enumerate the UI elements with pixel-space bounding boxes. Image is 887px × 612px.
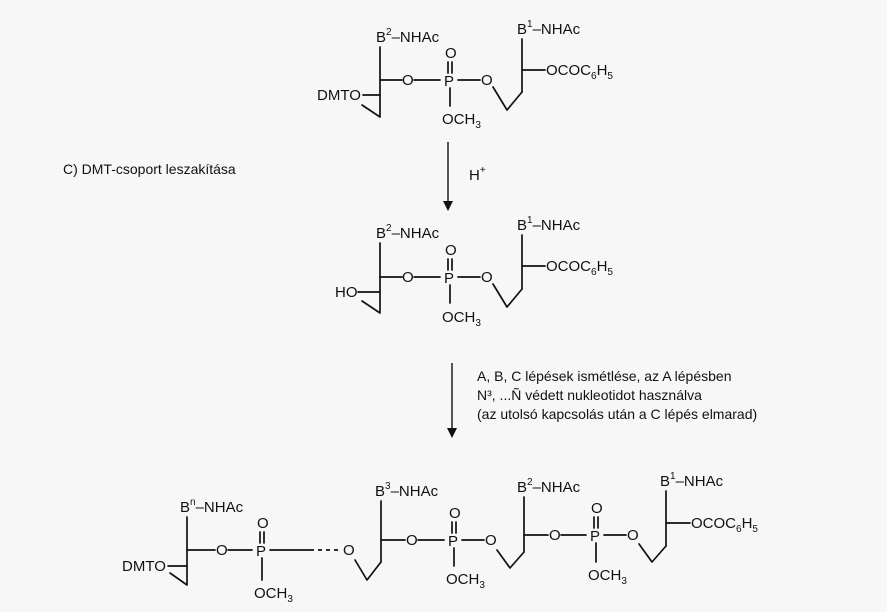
och3-label: OCH3 xyxy=(442,111,481,131)
sugar-bond xyxy=(361,242,381,314)
sugar-bond xyxy=(492,86,523,111)
repeat-note-line-2: N³, ...Ñ védett nukleotidot használva xyxy=(477,387,702,403)
oxygen-label: O xyxy=(445,45,457,62)
base-label-b3: B3–NHAc xyxy=(375,481,439,500)
sugar-bond xyxy=(492,283,523,308)
oxygen-label: O xyxy=(549,527,561,544)
base-label-bn: Bn–NHAc xyxy=(180,497,244,516)
step-c-caption: C) DMT-csoport leszakítása xyxy=(63,161,236,177)
reagent-label: H+ xyxy=(469,165,486,184)
ester-label: OCOC6H5 xyxy=(691,515,758,535)
oxygen-label: O xyxy=(343,542,355,559)
oxygen-label: O xyxy=(445,242,457,259)
oxygen-label: O xyxy=(216,542,228,559)
repeat-note-line-3: (az utolsó kapcsolás után a C lépés elma… xyxy=(477,406,757,422)
base-label-b2: B2–NHAc xyxy=(376,27,440,46)
phosphorus-label: P xyxy=(444,270,454,287)
arrow-head xyxy=(443,201,453,211)
structure-oligonucleotide: Bn–NHAc DMTO O P O OCH3 O B3–NHAc O P O … xyxy=(122,471,758,605)
oxygen-label: O xyxy=(402,269,414,286)
sugar-bond xyxy=(361,46,381,118)
oxygen-label: O xyxy=(627,527,639,544)
och3-label: OCH3 xyxy=(254,585,293,605)
arrow-head xyxy=(447,428,457,438)
repeat-note-line-1: A, B, C lépések ismétlése, az A lépésben xyxy=(477,368,731,384)
base-label-b2: B2–NHAc xyxy=(376,223,440,242)
oxygen-label: O xyxy=(481,72,493,89)
dmto-label: DMTO xyxy=(122,558,166,575)
dmto-label: DMTO xyxy=(317,87,361,104)
ester-label: OCOC6H5 xyxy=(546,62,613,82)
och3-label: OCH3 xyxy=(446,571,485,591)
oxygen-label: O xyxy=(449,505,461,522)
oxygen-label: O xyxy=(406,532,418,549)
oxygen-label: O xyxy=(402,72,414,89)
phosphorus-label: P xyxy=(448,533,458,550)
sugar-bond xyxy=(169,516,188,586)
och3-label: OCH3 xyxy=(588,567,627,587)
oxygen-label: O xyxy=(591,500,603,517)
oxygen-label: O xyxy=(257,515,269,532)
base-label-b1: B1–NHAc xyxy=(517,19,581,38)
phosphorus-label: P xyxy=(444,73,454,90)
structure-dinucleotide-dmt: B2–NHAc B1–NHAc DMTO O P O OCH3 O OCOC6H… xyxy=(317,19,613,131)
hydroxyl-label: HO xyxy=(335,284,358,301)
phosphorus-label: P xyxy=(590,528,600,545)
sugar-bond xyxy=(354,559,382,581)
structure-dinucleotide-oh: B2–NHAc B1–NHAc HO O P O OCH3 O OCOC6H5 xyxy=(335,215,613,329)
deprotection-arrow: H+ xyxy=(443,142,486,211)
base-label-b2: B2–NHAc xyxy=(517,477,581,496)
repeat-arrow xyxy=(447,363,457,438)
phosphorus-label: P xyxy=(256,543,266,560)
oxygen-label: O xyxy=(481,269,493,286)
ester-label: OCOC6H5 xyxy=(546,258,613,278)
sugar-bond xyxy=(496,549,525,569)
och3-label: OCH3 xyxy=(442,309,481,329)
oxygen-label: O xyxy=(485,532,497,549)
base-label-b1: B1–NHAc xyxy=(660,471,724,490)
base-label-b1: B1–NHAc xyxy=(517,215,581,234)
sugar-bond xyxy=(638,543,667,563)
